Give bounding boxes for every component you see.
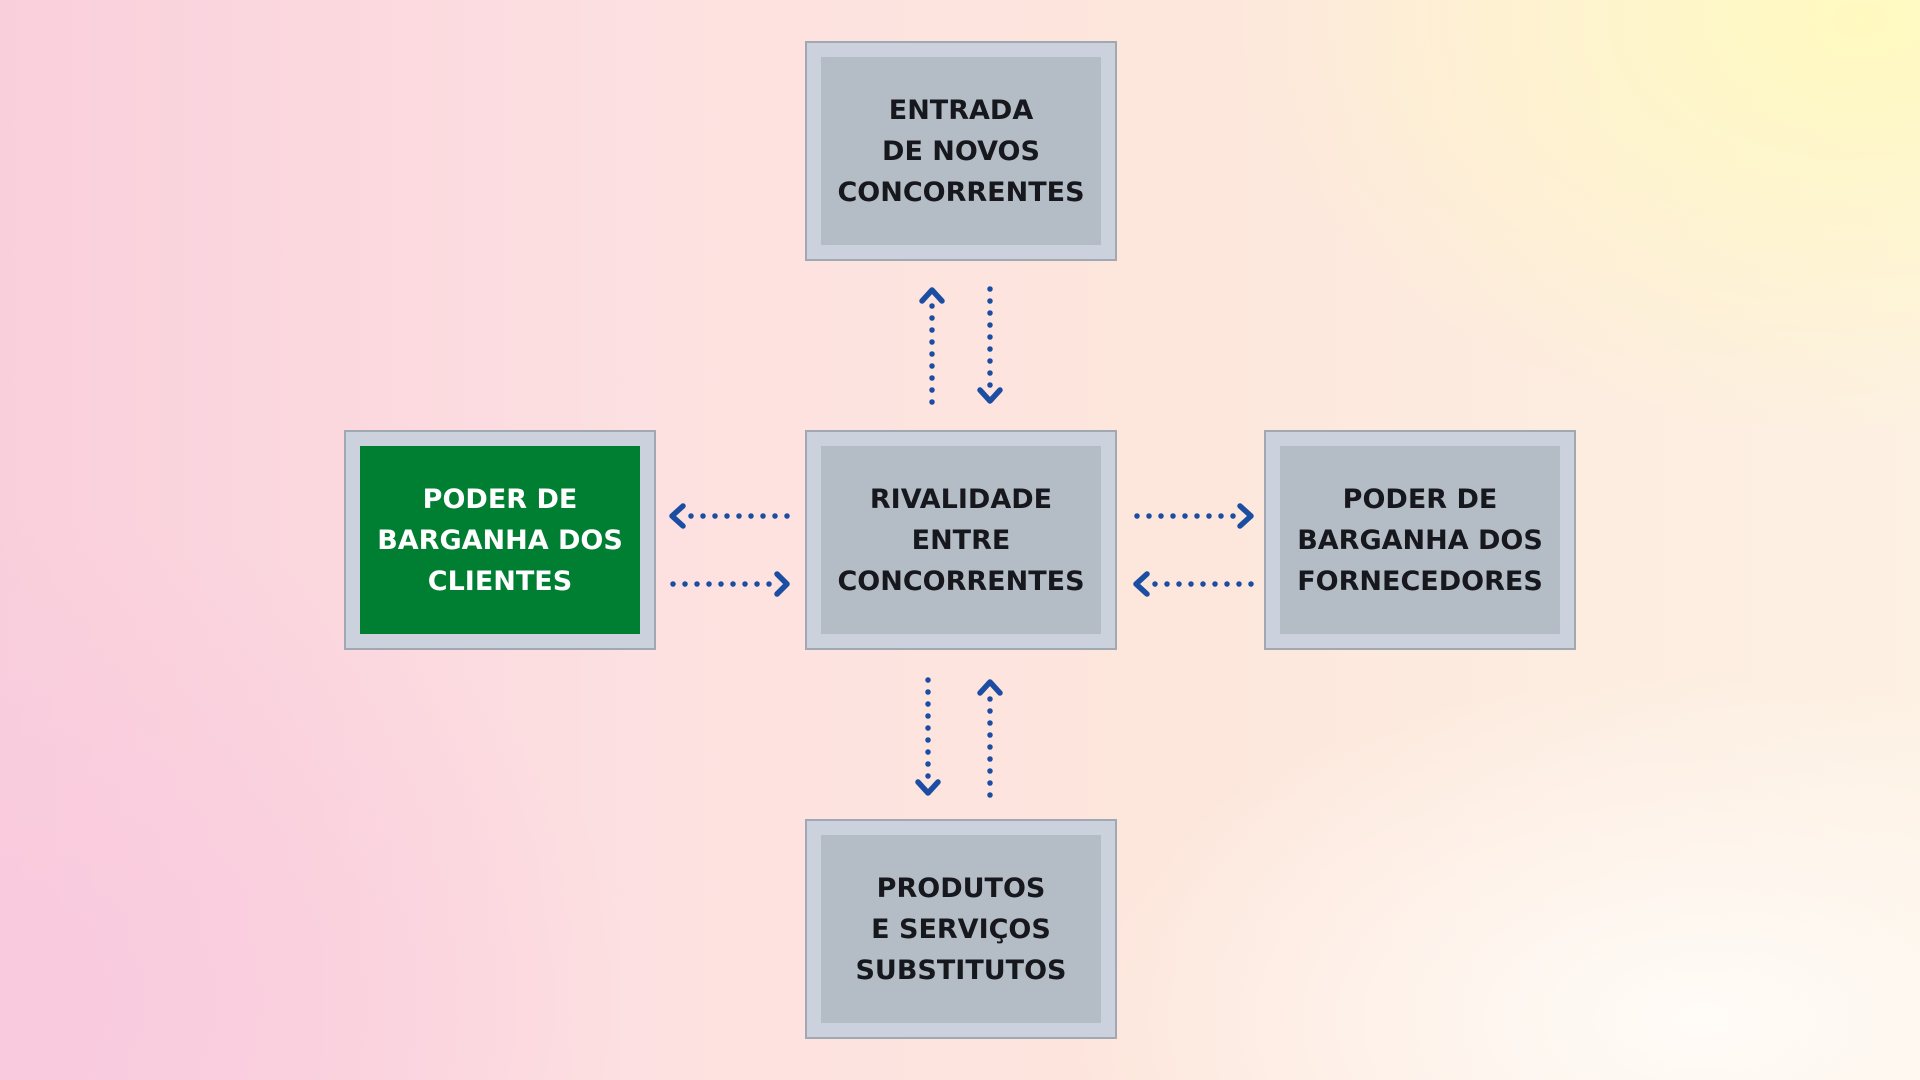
node-new-entrants: ENTRADA DE NOVOS CONCORRENTES	[805, 41, 1117, 261]
node-substitutes-label: PRODUTOS E SERVIÇOS SUBSTITUTOS	[855, 872, 1067, 986]
node-substitutes-inner: PRODUTOS E SERVIÇOS SUBSTITUTOS	[821, 835, 1101, 1023]
node-customer-bargaining-power-inner: PODER DE BARGANHA DOS CLIENTES	[360, 446, 640, 634]
node-supplier-bargaining-power-label: PODER DE BARGANHA DOS FORNECEDORES	[1297, 483, 1543, 597]
node-customer-bargaining-power-label: PODER DE BARGANHA DOS CLIENTES	[377, 483, 623, 597]
node-new-entrants-label: ENTRADA DE NOVOS CONCORRENTES	[837, 94, 1085, 208]
node-competitive-rivalry-label: RIVALIDADE ENTRE CONCORRENTES	[837, 483, 1085, 597]
node-new-entrants-inner: ENTRADA DE NOVOS CONCORRENTES	[821, 57, 1101, 245]
node-competitive-rivalry: RIVALIDADE ENTRE CONCORRENTES	[805, 430, 1117, 650]
node-customer-bargaining-power: PODER DE BARGANHA DOS CLIENTES	[344, 430, 656, 650]
node-supplier-bargaining-power: PODER DE BARGANHA DOS FORNECEDORES	[1264, 430, 1576, 650]
node-supplier-bargaining-power-inner: PODER DE BARGANHA DOS FORNECEDORES	[1280, 446, 1560, 634]
node-competitive-rivalry-inner: RIVALIDADE ENTRE CONCORRENTES	[821, 446, 1101, 634]
node-substitutes: PRODUTOS E SERVIÇOS SUBSTITUTOS	[805, 819, 1117, 1039]
